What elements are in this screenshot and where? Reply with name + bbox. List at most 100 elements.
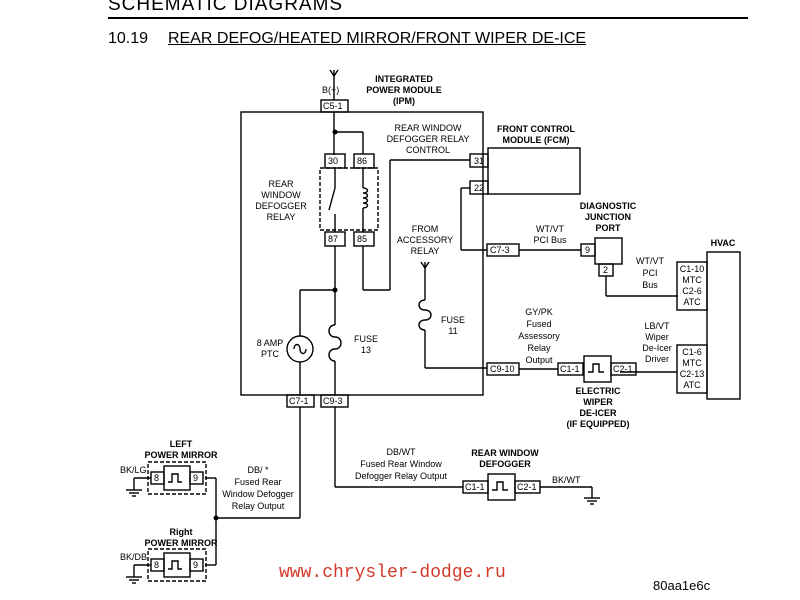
rear-defogger-title-1: REAR WINDOW <box>471 448 539 458</box>
fcm-pin-31 <box>469 153 489 168</box>
dbwt-output-3: Defogger Relay Output <box>355 471 448 481</box>
gypk-output-4: Relay <box>527 343 551 353</box>
gypk-output-5: Output <box>525 355 553 365</box>
right-mirror-title-1: Right <box>170 527 193 537</box>
c9-3-label: C9-3 <box>323 396 343 406</box>
c9-10-label: C9-10 <box>490 364 515 374</box>
ptc-label-1: 8 AMP <box>257 338 284 348</box>
pci-hvac-label-3: Bus <box>642 280 658 290</box>
db-output-3: Window Defogger <box>222 489 294 499</box>
relay-control-3: CONTROL <box>406 145 450 155</box>
left-mirror-title-1: LEFT <box>170 439 193 449</box>
wiper-deicer-title-2: WIPER <box>583 397 613 407</box>
accessory-relay-label-2: ACCESSORY <box>397 235 453 245</box>
gypk-output-2: Fused <box>526 319 551 329</box>
hvac-c2-6: C2-6 <box>682 286 702 296</box>
fuse11-label-1: FUSE <box>441 315 465 325</box>
wiper-deicer-title-4: (IF EQUIPPED) <box>566 419 629 429</box>
rear-defogger-c2-1-label: C2-1 <box>517 482 537 492</box>
rear-defogger-title-2: DEFOGGER <box>479 459 531 469</box>
pci-bus-label-2: PCI Bus <box>533 235 567 245</box>
wiper-deicer-c2-1-label: C2-1 <box>613 364 633 374</box>
hvac-box <box>706 251 741 400</box>
deicer-driver-3: De-Icer <box>642 343 672 353</box>
pci-bus-label-1: WT/VT <box>536 224 564 234</box>
right-mirror-pin-9: 9 <box>193 560 198 570</box>
watermark-link[interactable]: www.chrysler-dodge.ru <box>279 563 506 583</box>
relay-control-2: DEFOGGER RELAY <box>387 134 470 144</box>
deicer-driver-4: Driver <box>645 354 669 364</box>
pci-hvac-label-2: PCI <box>642 268 657 278</box>
pci-hvac-label-1: WT/VT <box>636 256 664 266</box>
hvac-mtc-1: MTC <box>682 275 702 285</box>
subsection-number: 10.19 <box>108 30 149 47</box>
ipm-box <box>240 111 484 396</box>
relay-label-2: WINDOW <box>261 190 301 200</box>
hvac-title: HVAC <box>711 238 736 248</box>
ipm-title-3: (IPM) <box>393 96 415 106</box>
fcm-pin-22-label: 22 <box>474 183 484 193</box>
accessory-relay-label-1: FROM <box>412 224 439 234</box>
relay-pin-86: 86 <box>357 156 367 166</box>
relay-label-4: RELAY <box>267 212 296 222</box>
ptc-label-2: PTC <box>261 349 280 359</box>
deicer-driver-1: LB/VT <box>644 321 670 331</box>
rear-defogger-ground-icon <box>584 497 600 505</box>
section-title: SCHEMATIC DIAGRAMS <box>108 0 344 15</box>
wiper-deicer-title-1: ELECTRIC <box>576 386 622 396</box>
hvac-mtc-2: MTC <box>682 358 702 368</box>
wiper-deicer-c1-1-label: C1-1 <box>560 364 580 374</box>
subsection-title: REAR DEFOG/HEATED MIRROR/FRONT WIPER DE-… <box>168 30 587 47</box>
accessory-relay-antenna-icon <box>420 261 430 300</box>
relay-label-1: REAR <box>268 179 294 189</box>
fuse13-label-1: FUSE <box>354 334 378 344</box>
c5-1-label: C5-1 <box>323 101 343 111</box>
rear-defogger-ground-wire: BK/WT <box>552 475 581 485</box>
db-output-2: Fused Rear <box>234 477 281 487</box>
right-mirror-ground-wire: BK/DB <box>120 552 147 562</box>
djp-pin-2: 2 <box>603 265 608 275</box>
rear-defogger-c1-1-label: C1-1 <box>465 482 485 492</box>
djp-title-3: PORT <box>595 223 621 233</box>
djp-box <box>594 237 623 265</box>
right-mirror-ground-icon <box>126 576 142 584</box>
fcm-title-2: MODULE (FCM) <box>503 135 570 145</box>
rear-defogger-element <box>487 473 516 501</box>
wiper-deicer-c1-1 <box>557 362 584 376</box>
right-mirror-title-2: POWER MIRROR <box>145 538 218 548</box>
ipm-title-2: POWER MODULE <box>366 85 442 95</box>
djp-title-2: JUNCTION <box>585 212 631 222</box>
fuse13-label-2: 13 <box>361 345 371 355</box>
relay-pin-87: 87 <box>328 234 338 244</box>
fcm-box <box>487 147 581 195</box>
gypk-output-1: GY/PK <box>525 307 553 317</box>
relay-label-3: DEFOGGER <box>255 201 307 211</box>
hvac-c1-6: C1-6 <box>682 347 702 357</box>
rear-window-defogger-relay <box>319 131 379 247</box>
gypk-output-3: Assessory <box>518 331 560 341</box>
wiper-deicer-c2-1 <box>610 362 637 376</box>
right-mirror-pin-8: 8 <box>154 560 159 570</box>
left-mirror-title-2: POWER MIRROR <box>145 450 218 460</box>
fuse-11-icon <box>418 299 432 331</box>
relay-pin-30: 30 <box>328 156 338 166</box>
hvac-atc-2: ATC <box>683 380 701 390</box>
fcm-title-1: FRONT CONTROL <box>497 124 575 134</box>
db-output-1: DB/ * <box>247 465 269 475</box>
battery-label: B(+) <box>322 85 339 95</box>
fuse-13-icon <box>328 324 342 362</box>
relay-control-1: REAR WINDOW <box>395 123 463 133</box>
section-rule <box>108 17 748 19</box>
accessory-relay-label-3: RELAY <box>411 246 440 256</box>
left-mirror-ground-icon <box>126 489 142 497</box>
djp-title-1: DIAGNOSTIC <box>580 201 637 211</box>
battery-antenna-icon <box>329 69 339 100</box>
splice-dots <box>213 129 338 521</box>
db-output-4: Relay Output <box>232 501 285 511</box>
fuse11-label-2: 11 <box>448 326 457 336</box>
ipm-title-1: INTEGRATED <box>375 74 433 84</box>
deicer-driver-2: Wiper <box>645 332 669 342</box>
left-mirror-pin-9: 9 <box>193 473 198 483</box>
left-mirror-ground-wire: BK/LG <box>120 465 147 475</box>
